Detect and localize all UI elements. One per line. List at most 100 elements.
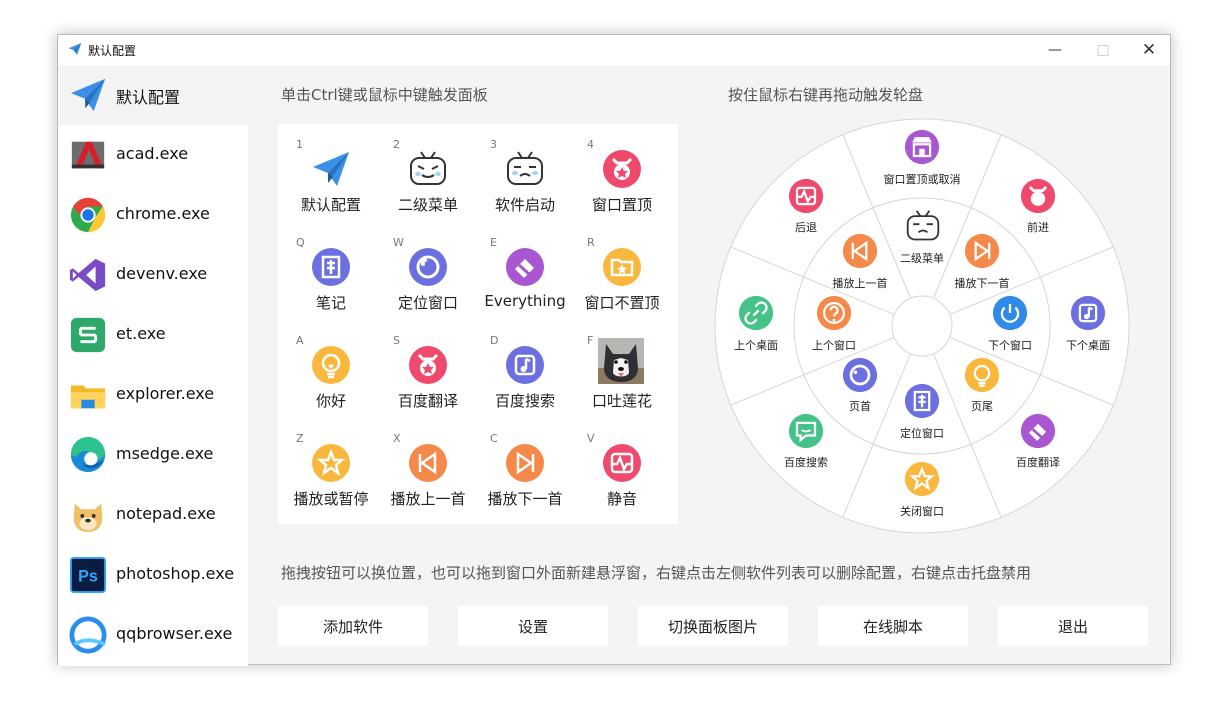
panel-cell-r[interactable]: R 窗口不置顶 xyxy=(573,226,671,324)
pin-badge-icon[interactable] xyxy=(1020,178,1056,214)
panel-cell-s[interactable]: S 百度翻译 xyxy=(379,324,477,422)
add-software-button[interactable]: 添加软件 xyxy=(278,606,428,646)
eraser-icon[interactable] xyxy=(1020,413,1056,449)
cell-label: 窗口置顶 xyxy=(591,196,652,214)
panel-cell-1[interactable]: 1 默认配置 xyxy=(282,128,380,226)
panel-cell-e[interactable]: E Everything xyxy=(476,226,574,324)
sidebar-item-chrome[interactable]: chrome.exe xyxy=(58,185,248,245)
question-icon[interactable] xyxy=(816,295,852,331)
gesture-wheel: 窗口置顶或取消 前进 下个桌面 百度翻译 关闭窗口 百度搜索 上个桌面 后退 xyxy=(712,116,1132,536)
paper-plane-icon xyxy=(313,152,349,186)
pulse-icon[interactable] xyxy=(788,178,824,214)
sidebar-item-qqbrowser[interactable]: qqbrowser.exe xyxy=(58,605,248,665)
exit-button[interactable]: 退出 xyxy=(998,606,1148,646)
chat-icon[interactable] xyxy=(788,413,824,449)
wheel-label: 页首 xyxy=(849,400,871,413)
panel-cell-z[interactable]: Z 播放或暂停 xyxy=(282,422,380,520)
wheel-label: 播放下一首 xyxy=(954,277,1010,290)
close-button[interactable]: ✕ xyxy=(1141,40,1157,60)
hotkey-label: D xyxy=(490,334,499,347)
wheel-label: 下个窗口 xyxy=(988,339,1032,352)
wps-sheet-icon xyxy=(70,317,106,353)
cell-label: 百度搜索 xyxy=(494,392,555,410)
wheel-label: 窗口置顶或取消 xyxy=(883,173,961,186)
locate-icon[interactable] xyxy=(842,357,878,393)
sidebar-item-default[interactable]: 默认配置 xyxy=(58,65,248,125)
sidebar-item-msedge[interactable]: msedge.exe xyxy=(58,425,248,485)
panel-cell-q[interactable]: Q 笔记 xyxy=(282,226,380,324)
online-script-button[interactable]: 在线脚本 xyxy=(818,606,968,646)
edge-icon xyxy=(70,436,106,473)
bulb-icon[interactable] xyxy=(964,357,1000,393)
cell-label: 播放下一首 xyxy=(487,490,563,508)
panel-cell-f[interactable]: F 口吐莲花 xyxy=(573,324,671,422)
bulb-icon xyxy=(312,346,350,384)
wheel-label: 下个桌面 xyxy=(1066,339,1110,352)
sidebar-item-label: photoshop.exe xyxy=(116,564,235,583)
settings-button[interactable]: 设置 xyxy=(458,606,608,646)
prev-icon[interactable] xyxy=(842,233,878,269)
hotkey-label: Z xyxy=(296,432,304,445)
paper-plane-icon xyxy=(68,43,82,55)
panel-cell-3[interactable]: 3 软件启动 xyxy=(476,128,574,226)
wheel-label: 上个桌面 xyxy=(734,339,778,352)
panel-cell-x[interactable]: X 播放上一首 xyxy=(379,422,477,520)
note-icon[interactable] xyxy=(904,383,940,419)
next-icon xyxy=(506,444,544,482)
panel-cell-a[interactable]: A 你好 xyxy=(282,324,380,422)
wheel-label: 百度翻译 xyxy=(1016,456,1060,469)
sidebar-item-explorer[interactable]: explorer.exe xyxy=(58,365,248,425)
hotkey-label: E xyxy=(490,236,497,249)
sidebar-item-notepad[interactable]: notepad.exe xyxy=(58,485,248,545)
cell-label: 百度翻译 xyxy=(397,392,458,410)
power-icon[interactable] xyxy=(992,295,1028,331)
hotkey-label: F xyxy=(587,334,594,347)
chrome-icon xyxy=(70,197,106,233)
hotkey-label: S xyxy=(393,334,400,347)
minimize-button[interactable]: — xyxy=(1048,42,1062,58)
music-note-icon[interactable] xyxy=(1070,295,1106,331)
link-icon[interactable] xyxy=(738,295,774,331)
hotkey-label: R xyxy=(587,236,595,249)
cell-label: 静音 xyxy=(606,490,637,508)
switch-panel-image-button[interactable]: 切换面板图片 xyxy=(638,606,788,646)
wheel-label: 前进 xyxy=(1027,221,1049,234)
hotkey-label: 3 xyxy=(490,138,497,151)
hotkey-label: V xyxy=(587,432,595,445)
panel-hint: 单击Ctrl键或鼠标中键触发面板 xyxy=(281,86,488,104)
title-bar[interactable]: 默认配置 — □ ✕ xyxy=(58,35,1170,65)
sidebar-item-label: msedge.exe xyxy=(116,444,214,463)
bilibili-tv-icon[interactable] xyxy=(905,208,941,244)
panel-cell-4[interactable]: 4 窗口置顶 xyxy=(573,128,671,226)
sidebar-item-label: 默认配置 xyxy=(116,88,181,107)
sidebar-item-label: notepad.exe xyxy=(116,504,216,523)
husky-photo-icon xyxy=(598,338,644,384)
panel-cell-c[interactable]: C 播放下一首 xyxy=(476,422,574,520)
wheel-label: 二级菜单 xyxy=(900,252,944,265)
shop-icon[interactable] xyxy=(904,129,940,165)
next-icon[interactable] xyxy=(964,233,1000,269)
sidebar-item-acad[interactable]: acad.exe xyxy=(58,125,248,185)
paper-plane-icon xyxy=(70,78,106,112)
sidebar-item-et[interactable]: et.exe xyxy=(58,305,248,365)
note-icon xyxy=(312,248,350,286)
star-badge-icon[interactable] xyxy=(904,461,940,497)
music-note-icon xyxy=(506,346,544,384)
panel-cell-2[interactable]: 2 二级菜单 xyxy=(379,128,477,226)
wheel-label: 关闭窗口 xyxy=(900,505,944,518)
software-list: 默认配置 acad.exe chrome.exe devenv.exe xyxy=(58,65,248,666)
panel-cell-d[interactable]: D 百度搜索 xyxy=(476,324,574,422)
hotkey-label: W xyxy=(393,236,404,249)
panel-cell-w[interactable]: W 定位窗口 xyxy=(379,226,477,324)
svg-text:Ps: Ps xyxy=(78,568,98,586)
cell-label: 定位窗口 xyxy=(397,294,458,312)
sidebar-item-devenv[interactable]: devenv.exe xyxy=(58,245,248,305)
wheel-label: 后退 xyxy=(795,221,817,234)
sidebar-item-photoshop[interactable]: Ps photoshop.exe xyxy=(58,545,248,605)
cell-label: 窗口不置顶 xyxy=(584,294,660,312)
cell-label: 二级菜单 xyxy=(397,196,458,214)
maximize-button[interactable]: □ xyxy=(1096,42,1110,58)
panel-cell-v[interactable]: V 静音 xyxy=(573,422,671,520)
wheel-label: 定位窗口 xyxy=(900,427,944,440)
hotkey-label: A xyxy=(296,334,304,347)
